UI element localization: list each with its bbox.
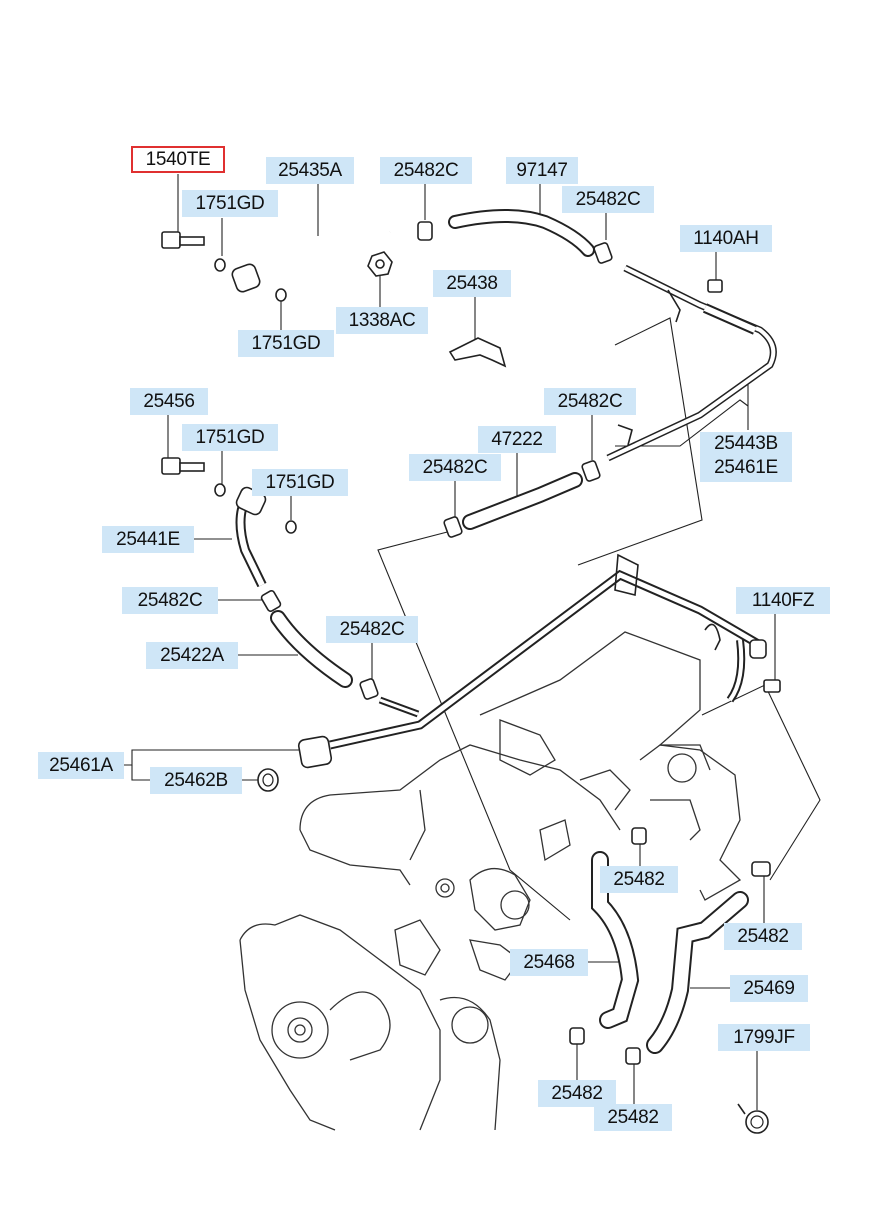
label-25469[interactable]: 25469	[730, 975, 808, 1002]
label-47222[interactable]: 47222	[478, 426, 556, 453]
label-25482C-right[interactable]: 25482C	[562, 186, 654, 213]
label-1540TE[interactable]: 1540TE	[131, 146, 225, 173]
label-1338AC[interactable]: 1338AC	[336, 307, 428, 334]
label-25482C-top[interactable]: 25482C	[380, 157, 472, 184]
label-25482-a[interactable]: 25482	[600, 866, 678, 893]
label-1751GD-right[interactable]: 1751GD	[252, 469, 348, 496]
label-1140FZ[interactable]: 1140FZ	[736, 587, 830, 614]
label-25462B[interactable]: 25462B	[150, 767, 242, 794]
label-1751GD-mid[interactable]: 1751GD	[238, 330, 334, 357]
label-25461A[interactable]: 25461A	[38, 752, 124, 779]
label-25438[interactable]: 25438	[433, 270, 511, 297]
label-25482C-mid[interactable]: 25482C	[409, 454, 501, 481]
hoses	[231, 209, 777, 1054]
label-97147[interactable]: 97147	[506, 157, 578, 184]
label-25422A[interactable]: 25422A	[146, 642, 238, 669]
label-25482-c[interactable]: 25482	[538, 1080, 616, 1107]
small-parts	[161, 221, 781, 1134]
label-25482C-upper-mid[interactable]: 25482C	[544, 388, 636, 415]
label-1140AH[interactable]: 1140AH	[680, 225, 772, 252]
label-1799JF[interactable]: 1799JF	[718, 1024, 810, 1051]
label-25482C-left[interactable]: 25482C	[122, 587, 218, 614]
label-1751GD-left[interactable]: 1751GD	[182, 424, 278, 451]
label-25468[interactable]: 25468	[510, 949, 588, 976]
label-25482-b[interactable]: 25482	[724, 923, 802, 950]
label-25456[interactable]: 25456	[130, 388, 208, 415]
label-1751GD-top[interactable]: 1751GD	[182, 190, 278, 217]
label-25441E[interactable]: 25441E	[102, 526, 194, 553]
label-25482C-lower[interactable]: 25482C	[326, 616, 418, 643]
label-25443B-25461E[interactable]: 25443B 25461E	[700, 432, 792, 482]
label-25435A[interactable]: 25435A	[266, 157, 354, 184]
label-25482-d[interactable]: 25482	[594, 1104, 672, 1131]
